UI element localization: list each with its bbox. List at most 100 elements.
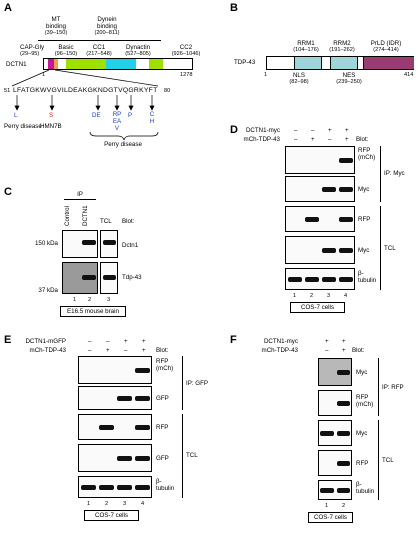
c-ip-dctn1-blot	[62, 230, 98, 258]
prld-domain	[363, 57, 414, 69]
f-row2-label: mCh-TDP-43	[261, 347, 298, 354]
zoom-start: 51	[4, 88, 11, 94]
d-lane-2: 2	[310, 293, 314, 299]
mutation-l: L	[14, 112, 18, 119]
tdp43-end: 414	[404, 72, 414, 78]
perry-disease-note-2: Perry disease	[104, 141, 142, 148]
d-r1-l3: +	[328, 127, 332, 134]
d-ip-rfp-blot	[285, 146, 355, 174]
e-lane-1: 1	[87, 501, 91, 507]
mutation-ch: C H	[149, 111, 155, 125]
f-row1-label: DCTN1-myc	[263, 338, 298, 345]
d-r1-l2: –	[311, 127, 315, 134]
f-blot-header: Blot:	[352, 347, 365, 354]
f-tcl-bracket	[378, 420, 379, 500]
c-lane-1: 1	[73, 297, 77, 303]
d-row2-label: mCh-TDP-43	[243, 136, 280, 143]
e-r1-l2: –	[106, 338, 110, 345]
e-r2-l2: +	[106, 347, 110, 354]
tdp43-domain-bar	[266, 56, 414, 70]
dynein-binding-bracket	[66, 40, 161, 41]
capgly-label: CAP-Gly (29–95)	[20, 44, 45, 57]
sequence: LFATGKWVGVILDEAKGKNDGTVQGRKYFT	[13, 87, 158, 94]
f-ip-label: IP: RFP	[382, 384, 404, 391]
d-tcl-myc-blot	[285, 236, 355, 264]
basic-label: Basic (96–150)	[54, 44, 78, 57]
dctn1-end: 1278	[180, 72, 193, 78]
d-row1-label: DCTN1-myc	[245, 127, 280, 134]
e-ip-gfp-label: GFP	[156, 395, 169, 402]
panel-a-label: A	[4, 2, 12, 14]
hmn7b-note: HMN7B	[40, 123, 62, 130]
e-lane-3: 3	[123, 501, 127, 507]
d-ip-myc-label: Myc	[358, 186, 370, 193]
cc1-domain	[66, 59, 106, 69]
d-ip-myc-blot	[285, 176, 355, 202]
rrm2-label: RRM2 (191–262)	[329, 40, 355, 53]
zoom-end: 80	[164, 88, 171, 94]
c-ip-label: IP	[77, 191, 83, 198]
dctn1-start: 1	[42, 72, 46, 78]
mt-binding-bracket	[38, 40, 76, 41]
e-ip-gfp-blot	[78, 386, 152, 410]
dctn1-protein-label: DCTN1	[6, 61, 27, 68]
e-blot-header: Blot:	[156, 347, 169, 354]
d-lane-3: 3	[327, 293, 331, 299]
c-ip-tdp43-blot	[62, 262, 98, 294]
f-tcl-label: TCL	[382, 457, 394, 464]
e-ip-label: IP: GFP	[186, 380, 209, 387]
panel-d-label: D	[230, 124, 238, 136]
f-tcl-rfp-label: RFP	[356, 460, 369, 467]
f-lane-2: 2	[342, 503, 346, 509]
e-r1-l4: +	[142, 338, 146, 345]
c-lane-3: 3	[107, 297, 111, 303]
d-r2-l3: –	[328, 136, 332, 143]
f-r1-l1: +	[325, 338, 329, 345]
zoom-lines	[11, 69, 159, 87]
d-tcl-label: TCL	[384, 245, 396, 252]
f-footer: COS-7 cells	[308, 512, 354, 523]
e-tcl-bracket	[182, 414, 183, 498]
c-tcl-label: TCL	[100, 218, 112, 225]
perry-disease-note-1: Perry disease	[4, 123, 42, 130]
mutation-de: DE	[92, 112, 101, 119]
c-lane-2: 2	[88, 297, 92, 303]
f-r1-l2: +	[342, 338, 346, 345]
c-lane-dctn1: DCTN1	[82, 205, 89, 226]
d-ip-label: IP: Myc	[384, 170, 405, 177]
e-r1-l3: +	[124, 338, 128, 345]
d-r2-l2: +	[311, 136, 315, 143]
d-lane-1: 1	[293, 293, 297, 299]
prld-label: PrLD (IDR) (274–414)	[370, 40, 402, 53]
f-r2-l2: +	[342, 347, 346, 354]
c-mw-37: 37 kDa	[38, 287, 58, 294]
f-tcl-myc-label: Myc	[356, 430, 368, 437]
c-blot-header: Blot:	[122, 218, 135, 225]
f-lane-1: 1	[325, 503, 329, 509]
mutation-s: S	[49, 112, 54, 119]
e-tcl-rfp-label: RFP	[156, 424, 169, 431]
rrm1-label: RRM1 (104–176)	[293, 40, 319, 53]
dctn1-domain-bar	[43, 58, 193, 70]
dynein-binding-label: Dynein binding (200–811)	[94, 16, 120, 36]
f-tcl-tubulin-blot	[318, 480, 352, 500]
c-tdp43-label: Tdp-43	[122, 274, 142, 281]
mutation-arrows	[14, 95, 155, 111]
dynactin-domain	[106, 59, 136, 69]
e-r2-l3: –	[124, 347, 128, 354]
rrm1-domain	[294, 57, 322, 69]
d-tcl-rfp-blot	[285, 206, 355, 232]
cc2-label: CC2 (926–1046)	[171, 44, 201, 57]
e-r2-l1: –	[88, 347, 92, 354]
cc2-domain	[149, 59, 163, 69]
e-r2-l4: +	[142, 347, 146, 354]
rrm2-domain	[330, 57, 358, 69]
c-dctn1-label: Dctn1	[122, 242, 139, 249]
d-lane-4: 4	[344, 293, 348, 299]
dynactin-label: Dynactin (527–805)	[125, 44, 151, 57]
c-ip-bracket	[64, 199, 96, 200]
c-mw-150: 150 kDa	[34, 240, 58, 247]
e-tcl-tubulin-blot	[78, 476, 152, 498]
nls-label: NLS (82–98)	[289, 72, 309, 85]
e-lane-2: 2	[105, 501, 109, 507]
